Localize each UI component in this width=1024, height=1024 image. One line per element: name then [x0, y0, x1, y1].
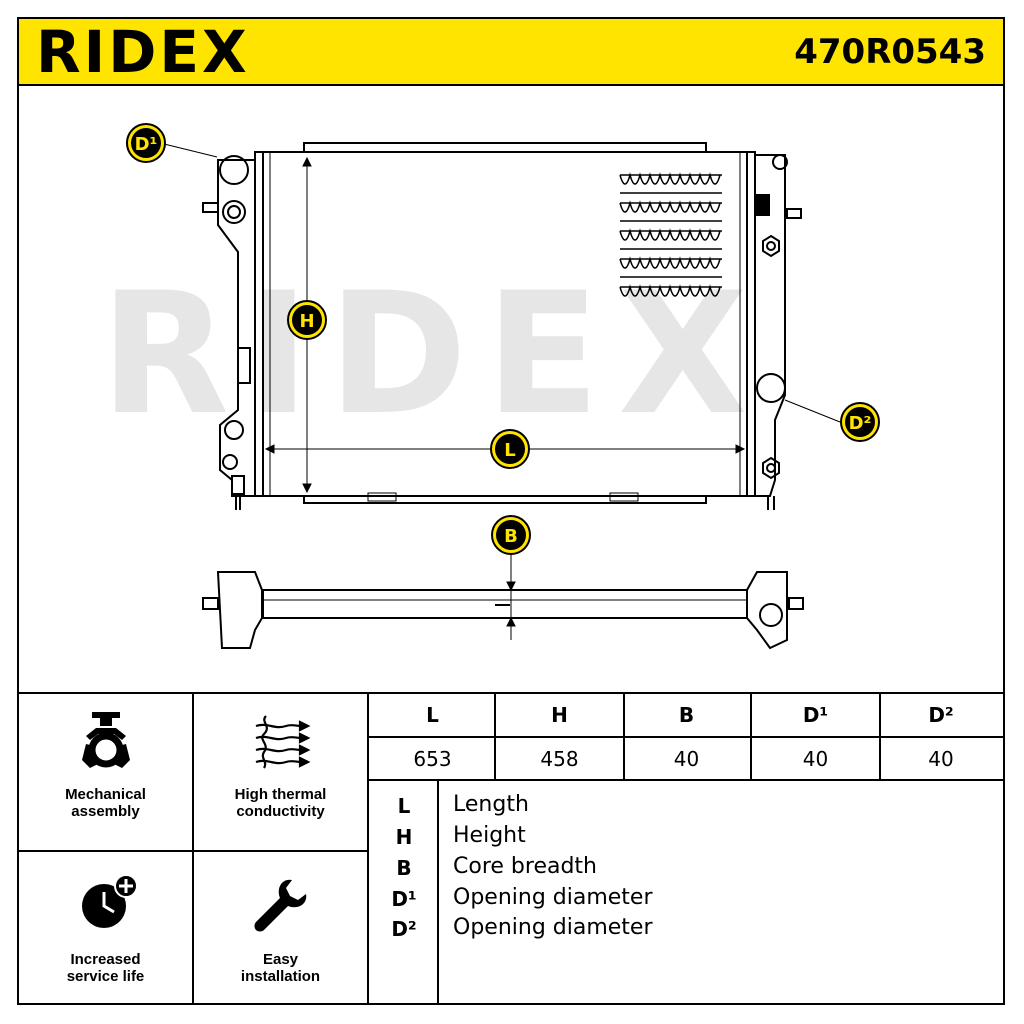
callout-d2: D² [840, 402, 880, 442]
dimension-values-row [367, 736, 1005, 781]
dim-value-l: 653 [413, 747, 452, 771]
callout-d1: D¹ [126, 123, 166, 163]
service-life-icon [82, 874, 138, 928]
legend-symbol-d2: D² [391, 917, 417, 941]
thermal-conductivity-icon [255, 715, 311, 769]
dimension-col-d1 [750, 692, 881, 781]
dim-value-d2: 40 [928, 747, 954, 771]
dim-header-d2: D² [928, 703, 954, 727]
svg-text:H: H [299, 311, 314, 332]
watermark-text: RIDEX [100, 256, 766, 452]
svg-text:D²: D² [849, 413, 872, 434]
legend-symbol-b: B [396, 856, 412, 880]
legend-desc-h: Height [453, 823, 526, 848]
radiator-top-view [202, 571, 804, 650]
legend-desc-b: Core breadth [453, 854, 597, 879]
header-bar [17, 17, 1005, 86]
legend-symbol-column [367, 779, 439, 1005]
callout-l: L [490, 429, 530, 469]
legend-symbol-d1: D¹ [391, 887, 417, 911]
wrench-icon [254, 879, 307, 932]
brand-logo: RIDEX [36, 18, 250, 86]
callout-h: H [287, 300, 327, 340]
dim-header-d1: D¹ [802, 703, 829, 727]
callout-b: B [491, 515, 531, 555]
dim-value-d1: 40 [802, 747, 829, 771]
legend-desc-d2: Opening diameter [453, 915, 653, 940]
part-number: 470R0543 [794, 32, 986, 72]
dim-value-b: 40 [673, 747, 700, 771]
dim-value-h: 458 [540, 747, 579, 771]
legend-symbol-h: H [395, 825, 413, 849]
legend-symbol-l: L [397, 794, 411, 818]
svg-text:L: L [504, 440, 515, 461]
legend-desc-d1: Opening diameter [453, 885, 653, 910]
dimension-col-h [494, 692, 625, 781]
dim-header-l: L [426, 703, 439, 727]
dim-header-b: B [678, 703, 695, 727]
dim-header-h: H [551, 703, 568, 727]
radiator-front-view [202, 142, 802, 510]
legend-desc-l: Length [453, 792, 529, 817]
svg-text:D¹: D¹ [135, 134, 158, 155]
mechanical-assembly-icon [82, 712, 130, 768]
svg-text:B: B [504, 526, 518, 547]
